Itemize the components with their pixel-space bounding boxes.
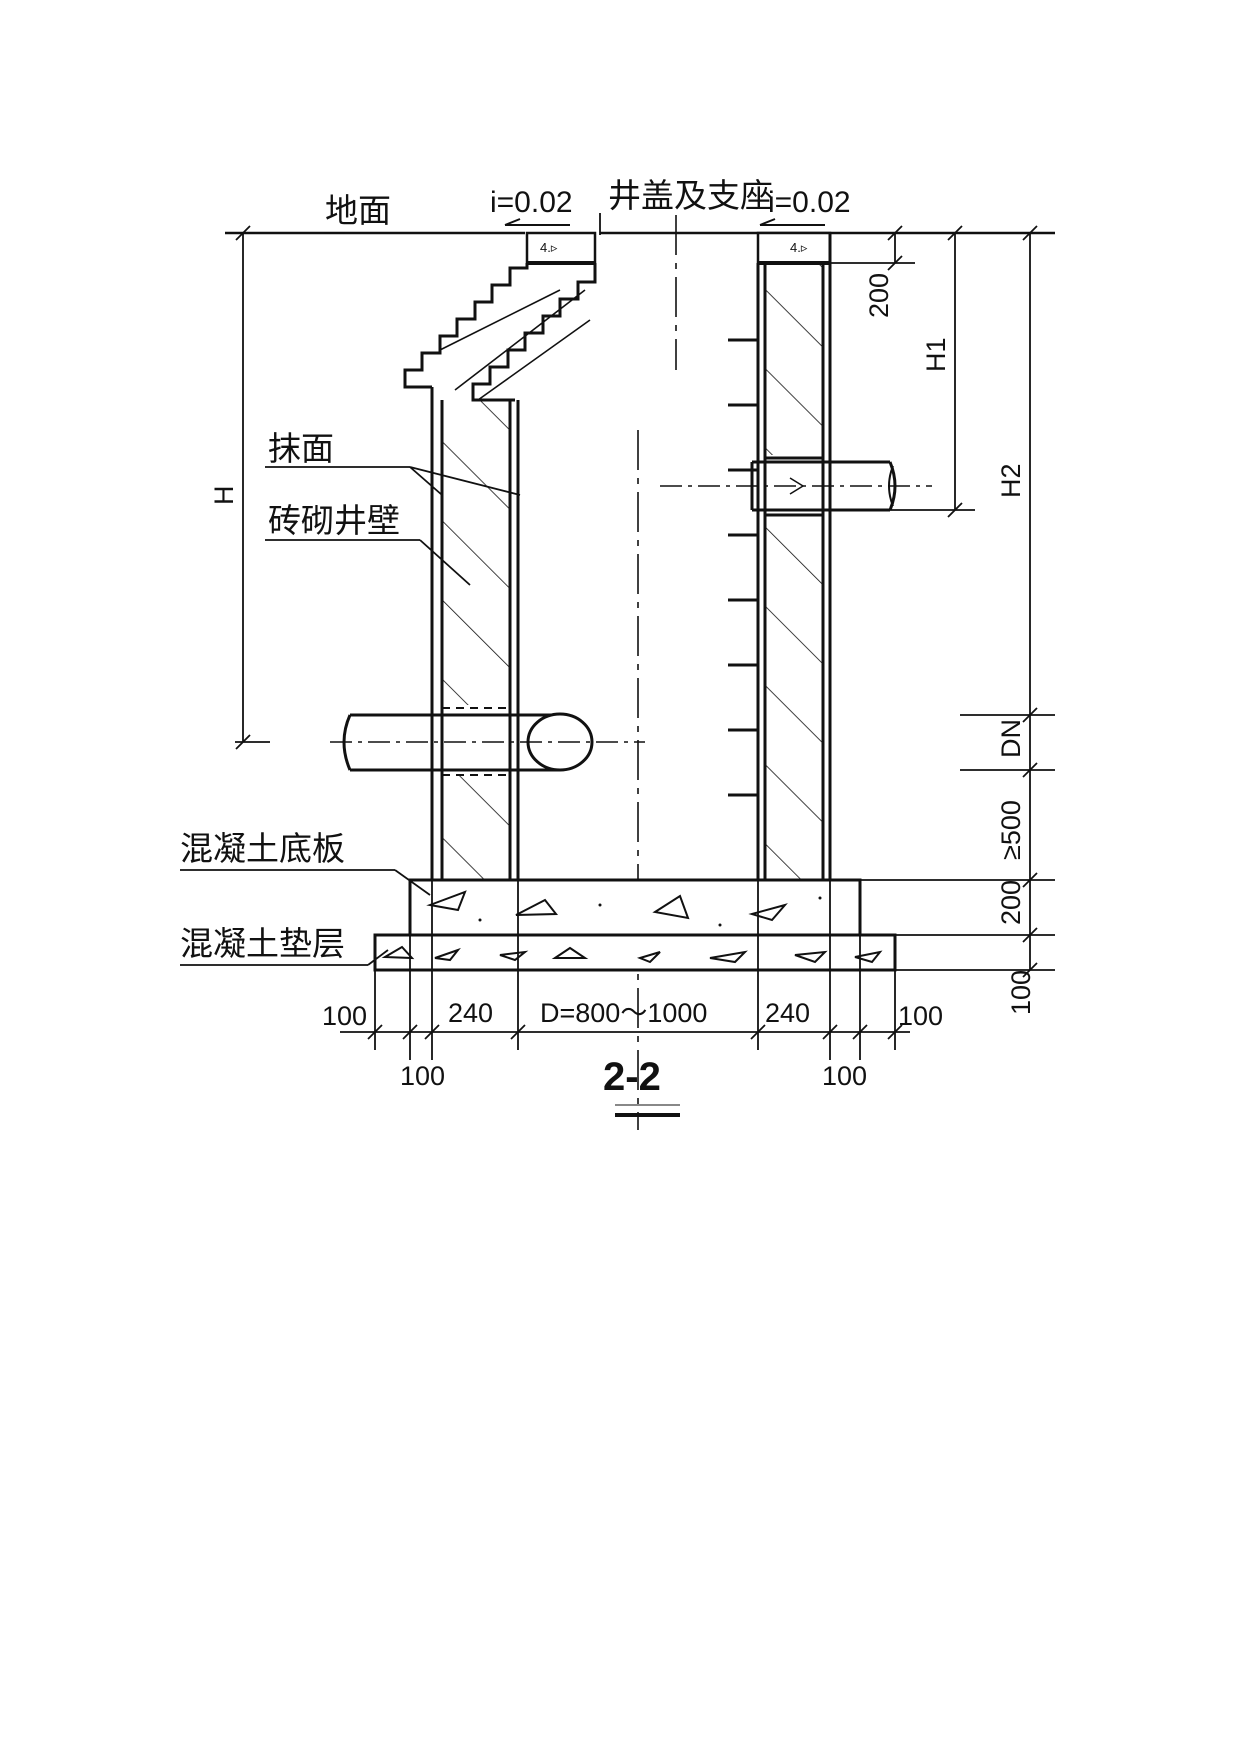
ladder-rungs (728, 338, 758, 797)
dim-bottom-d: D=800～1000 (540, 998, 707, 1028)
dim-top-200: 200 (864, 273, 894, 318)
dim-slab-200: 200 (996, 880, 1026, 925)
cover-label: 井盖及支座 (608, 176, 773, 215)
dim-bottom-100-left: 100 (322, 1001, 367, 1031)
dimension-h (235, 225, 270, 750)
dim-h2: H2 (996, 463, 1026, 498)
dim-h: H (209, 486, 239, 506)
center-lines (637, 215, 677, 1130)
left-outlet-pipe (330, 707, 645, 776)
right-inlet-pipe (660, 460, 932, 512)
section-label: 2-2 (603, 1055, 661, 1099)
dimension-bottom (340, 880, 910, 1060)
leader-lines (180, 213, 680, 1117)
dim-ge500: ≥500 (996, 800, 1026, 860)
dimension-right (830, 225, 1055, 978)
base-slab-label: 混凝土底板 (180, 829, 345, 868)
dim-lower-100-left: 100 (400, 1061, 445, 1091)
dim-cushion-100: 100 (1006, 970, 1036, 1015)
dim-dn: DN (996, 719, 1026, 758)
slope-arrows (504, 218, 825, 226)
cover-caps: 4.▹ 4.▹ (525, 231, 832, 265)
dim-bottom-240-left: 240 (448, 998, 493, 1028)
svg-text:4.▹: 4.▹ (540, 240, 558, 255)
concrete-cushion-layer (373, 933, 897, 972)
slope-left-label: i=0.02 (490, 186, 573, 219)
svg-text:4.▹: 4.▹ (790, 240, 808, 255)
left-corbel-wall (403, 263, 597, 880)
cushion-label: 混凝土垫层 (180, 924, 345, 963)
brick-wall-label: 砖砌井壁 (268, 501, 400, 540)
ground-label: 地面 (325, 191, 391, 230)
dim-h1: H1 (921, 337, 951, 372)
dim-bottom-240-right: 240 (765, 998, 810, 1028)
plaster-label: 抹面 (268, 429, 334, 468)
dim-bottom-100-right: 100 (898, 1001, 943, 1031)
concrete-base-slab (408, 878, 862, 937)
right-wall (756, 233, 832, 880)
dim-lower-100-right: 100 (822, 1061, 867, 1091)
slope-right-label: i=0.02 (768, 186, 851, 219)
